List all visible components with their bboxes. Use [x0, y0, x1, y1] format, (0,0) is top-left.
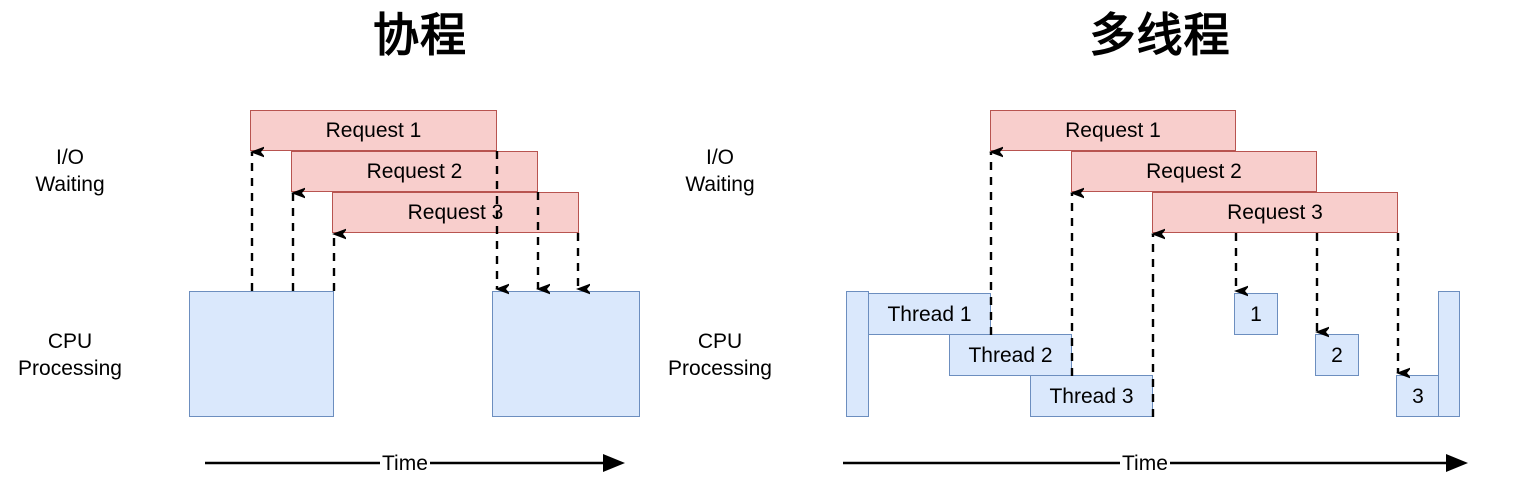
request-bar-label: Request 2 — [1146, 160, 1242, 183]
cpu-processing-label-right: CPU Processing — [668, 330, 772, 380]
cpu-block[interactable] — [492, 291, 640, 417]
request-bar[interactable]: Request 2 — [1071, 151, 1317, 192]
request-bar-label: Request 3 — [1227, 201, 1323, 224]
result-block[interactable]: 3 — [1396, 375, 1440, 417]
result-block-label: 1 — [1250, 302, 1262, 326]
request-bar-label: Request 1 — [1065, 119, 1161, 142]
thread-block[interactable]: Thread 3 — [1030, 375, 1153, 417]
cpu-block[interactable] — [846, 291, 869, 417]
request-bar[interactable]: Request 1 — [250, 110, 497, 151]
thread-block-label: Thread 3 — [1049, 384, 1134, 408]
cpu-block[interactable] — [189, 291, 334, 417]
thread-block[interactable]: Thread 1 — [868, 293, 991, 335]
time-axis-left: Time — [205, 448, 625, 478]
request-bar-label: Request 1 — [325, 119, 422, 142]
result-block-label: 2 — [1331, 343, 1343, 367]
io-waiting-label-left: I/O Waiting — [35, 146, 105, 196]
result-block[interactable]: 2 — [1315, 334, 1359, 376]
io-waiting-label-right: I/O Waiting — [685, 146, 755, 196]
thread-block-label: Thread 1 — [887, 302, 972, 326]
thread-block[interactable]: Thread 2 — [949, 334, 1072, 376]
result-block[interactable]: 1 — [1234, 293, 1278, 335]
time-axis-right: Time — [843, 448, 1468, 478]
request-bar[interactable]: Request 3 — [1152, 192, 1398, 233]
request-bar[interactable]: Request 3 — [332, 192, 579, 233]
cpu-processing-label-left: CPU Processing — [18, 330, 122, 380]
time-axis-label: Time — [1120, 452, 1170, 475]
time-axis-label: Time — [380, 452, 430, 475]
panel-title-coroutine: 协程 — [373, 9, 467, 61]
request-bar[interactable]: Request 1 — [990, 110, 1236, 151]
panel-title-multithread: 多线程 — [1089, 9, 1231, 61]
request-bar-label: Request 2 — [366, 160, 463, 183]
cpu-block[interactable] — [1438, 291, 1460, 417]
result-block-label: 3 — [1412, 384, 1424, 408]
request-bar-label: Request 3 — [407, 201, 504, 224]
thread-block-label: Thread 2 — [968, 343, 1053, 367]
request-bar[interactable]: Request 2 — [291, 151, 538, 192]
